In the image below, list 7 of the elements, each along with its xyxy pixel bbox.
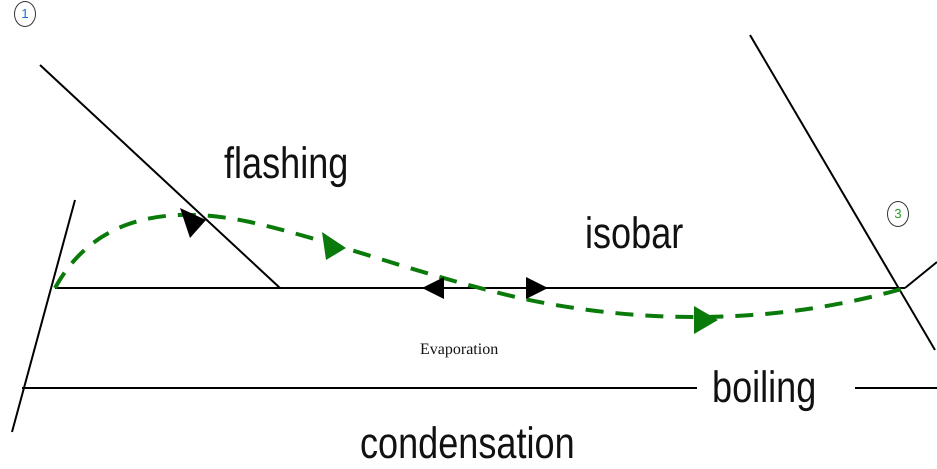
process-label: isobar [585,212,684,256]
process-label: Evaporation [420,342,498,358]
process-label: condensation [360,422,575,466]
process-label: flashing [224,142,348,186]
process-label: boiling [712,366,816,410]
callout-number: 3 [887,201,909,227]
callout-number: 1 [14,1,36,27]
